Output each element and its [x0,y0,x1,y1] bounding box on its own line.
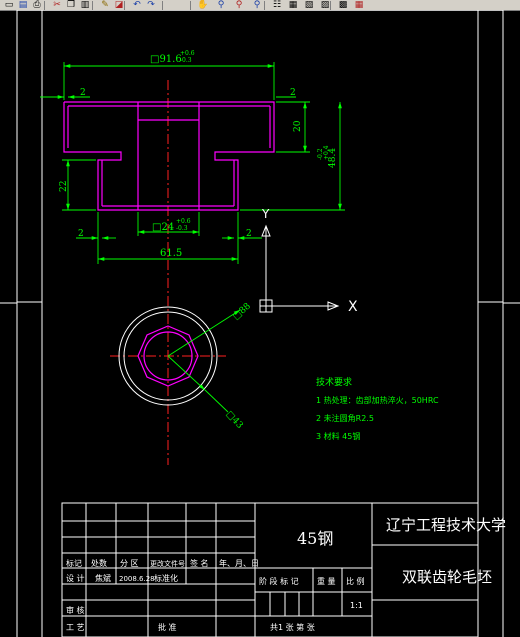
tb-sheet-info: 共1 张 第 张 [270,622,315,632]
tech-req-item-2: 2 未注圆角R2.5 [316,413,374,423]
dim-bore: □24 [152,222,174,233]
tb-review-label: 审 核 [66,605,85,615]
tb-stage-mark: 阶 段 标 记 [259,576,299,586]
design-center-icon[interactable]: ▦ [288,0,298,10]
tb-header-sign: 签 名 [190,558,209,568]
tb-scale-value: 1:1 [350,601,363,610]
dim-flange-height: 20 [293,120,303,132]
open-icon[interactable]: ▭ [4,0,14,10]
tb-school: 辽宁工程技术大学 [386,516,506,534]
zoom-previous-icon[interactable]: ⚲ [253,0,261,10]
brush-icon[interactable]: ◪ [114,0,124,10]
dim-total-height-tol-lower: -0.2 [317,148,324,160]
tb-header-zone: 分 区 [120,559,139,568]
pan-icon[interactable]: ✋ [197,0,209,10]
tb-part-name: 双联齿轮毛坯 [402,568,492,586]
tb-header-mark: 标记 [66,558,82,568]
tool-palette-icon[interactable]: ▧ [304,0,314,10]
tech-req-title: 技术要求 [316,376,352,388]
tb-header-date: 年、月、日 [219,558,259,568]
dim-bottom-right-step: 2 [246,229,252,239]
zoom-realtime-icon[interactable]: ⚲ [217,0,225,10]
toolbar-separator [190,1,191,10]
dim-bore-tol-upper: +0.6 [176,218,191,225]
ucs-icon [259,224,340,313]
toolbar-separator [44,1,45,10]
tb-header-change-doc: 更改文件号 [150,559,185,568]
tech-req-item-3: 3 材料 45钢 [316,431,360,441]
dim-top-width: □91.6 [150,54,182,65]
dimension-texts: □91.6 +0.6 -0.3 2 2 20 48.4 +0.4 -0.2 22… [59,50,338,259]
tb-design-label: 设 计 [66,573,85,583]
dim-top-width-tol-upper: +0.6 [180,50,195,57]
dim-bottom-left-step: 2 [78,229,84,239]
toolbar-separator [330,1,331,10]
dim-circle-outer: □88 [231,301,253,322]
toolbar-separator [124,1,125,10]
dim-bottom-width: 61.5 [160,248,182,259]
cut-icon[interactable]: ✂ [53,0,61,10]
tech-req-item-1: 1 热处理：齿部加热淬火，50HRC [316,395,439,405]
tb-design-date: 2008.6.28 [119,575,155,583]
copy-icon[interactable]: ❐ [66,0,76,10]
tb-scale-label: 比 例 [346,576,365,586]
circle-view [118,306,241,413]
tb-header-count: 处数 [91,558,107,568]
print-icon[interactable]: ⎙ [33,0,41,10]
toolbar-separator [162,1,163,10]
match-prop-icon[interactable]: ✎ [101,0,109,10]
cad-drawing-canvas[interactable]: □91.6 +0.6 -0.3 2 2 20 48.4 +0.4 -0.2 22… [0,10,520,637]
tb-approve-label: 批 准 [158,622,177,632]
dimension-lines [40,62,345,264]
tech-requirements: 技术要求 1 热处理：齿部加热淬火，50HRC 2 未注圆角R2.5 3 材料 … [316,376,439,441]
toolbar-separator [264,1,265,10]
tb-designer-name: 焦斌 [95,573,111,583]
ucs-y-label: Y [261,207,270,221]
save-icon[interactable]: ▤ [18,0,28,10]
properties-icon[interactable]: ☷ [272,0,282,10]
dim-circle-inner: □43 [224,409,245,431]
calculator-icon[interactable]: ▩ [338,0,348,10]
tb-craft-label: 工 艺 [66,623,85,632]
undo-icon[interactable]: ↶ [133,0,141,10]
dim-top-width-tol-lower: -0.3 [180,57,192,64]
dim-bore-tol-lower: -0.3 [176,225,188,232]
dim-total-height: 48.4 [328,148,338,168]
tb-weight: 重 量 [317,576,336,586]
toolbar-separator [92,1,93,10]
dim-hub-height: 22 [59,181,69,192]
ucs-x-label: X [348,299,358,315]
redo-icon[interactable]: ↷ [147,0,155,10]
part-section-view [63,101,275,211]
drawing-frame [0,10,520,637]
dim-left-step: 2 [80,88,86,98]
dim-right-step: 2 [290,88,296,98]
title-block-texts: 标记 处数 分 区 更改文件号 签 名 年、月、日 设 计 焦斌 2008.6.… [66,516,506,632]
help-icon[interactable]: ▦ [354,0,364,10]
title-block [61,502,479,637]
markup-icon[interactable]: ▨ [320,0,330,10]
zoom-window-icon[interactable]: ⚲ [235,0,243,10]
tb-standardize-label: 标准化 [154,573,178,583]
paste-icon[interactable]: ▥ [80,0,90,10]
dim-total-height-tol-upper: +0.4 [323,145,330,160]
tb-material: 45钢 [297,529,333,548]
